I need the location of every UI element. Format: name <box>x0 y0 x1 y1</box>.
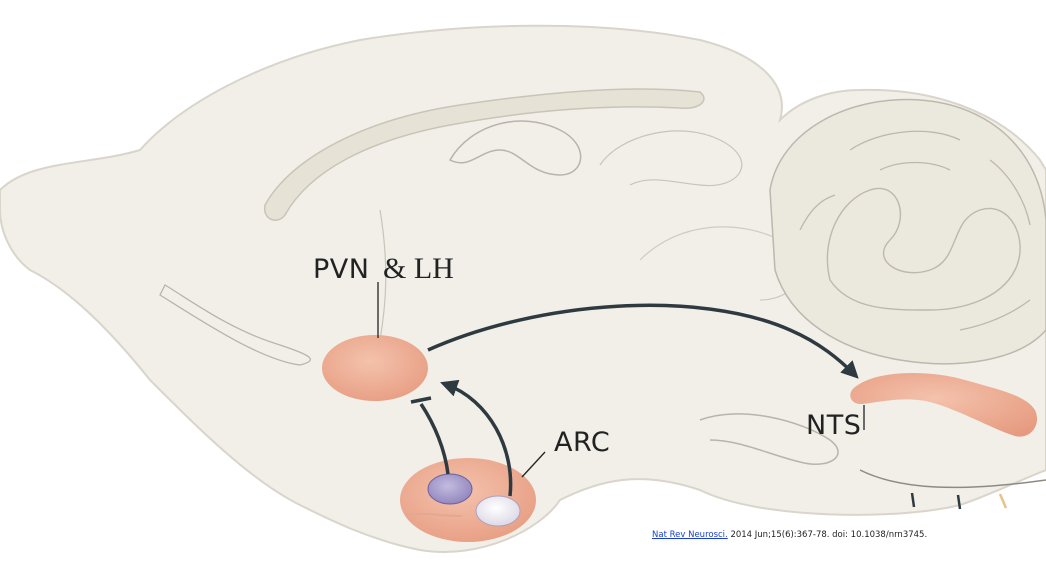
cerebellum <box>769 98 1046 365</box>
citation-details: 2014 Jun;15(6):367-78. doi: 10.1038/nrn3… <box>727 530 928 540</box>
arc-leader-line <box>521 451 546 478</box>
inhibitory-projection <box>419 403 450 475</box>
ventricle-line <box>379 209 387 341</box>
arc-inner-arrow <box>407 512 463 517</box>
nts-label: NTS <box>806 410 862 441</box>
nts-nucleus <box>850 373 1038 437</box>
arc-nucleus <box>400 458 536 542</box>
inhibitory-bar <box>410 396 432 404</box>
pons-outline <box>699 413 839 465</box>
lh-label: & LH <box>383 252 454 285</box>
citation: Nat Rev Neurosci. 2014 Jun;15(6):367-78.… <box>652 530 927 540</box>
white-neuron <box>475 495 521 527</box>
arc-label: ARC <box>554 427 611 458</box>
pvn-label: PVN <box>313 254 370 285</box>
hippocampus-fold <box>448 120 582 176</box>
pvn-lh-nucleus <box>322 335 428 401</box>
thalamus-fold <box>599 130 743 187</box>
brainstem-lower <box>859 469 1046 489</box>
tick-1 <box>910 492 916 508</box>
tick-3 <box>998 493 1008 509</box>
journal-link[interactable]: Nat Rev Neurosci. <box>652 530 728 540</box>
corpus-callosum <box>263 88 705 221</box>
excitatory-projection <box>440 379 513 497</box>
purple-neuron <box>427 473 473 505</box>
pvn-to-nts-projection <box>427 303 859 379</box>
olfactory-line <box>159 284 312 366</box>
tick-2 <box>956 494 962 510</box>
